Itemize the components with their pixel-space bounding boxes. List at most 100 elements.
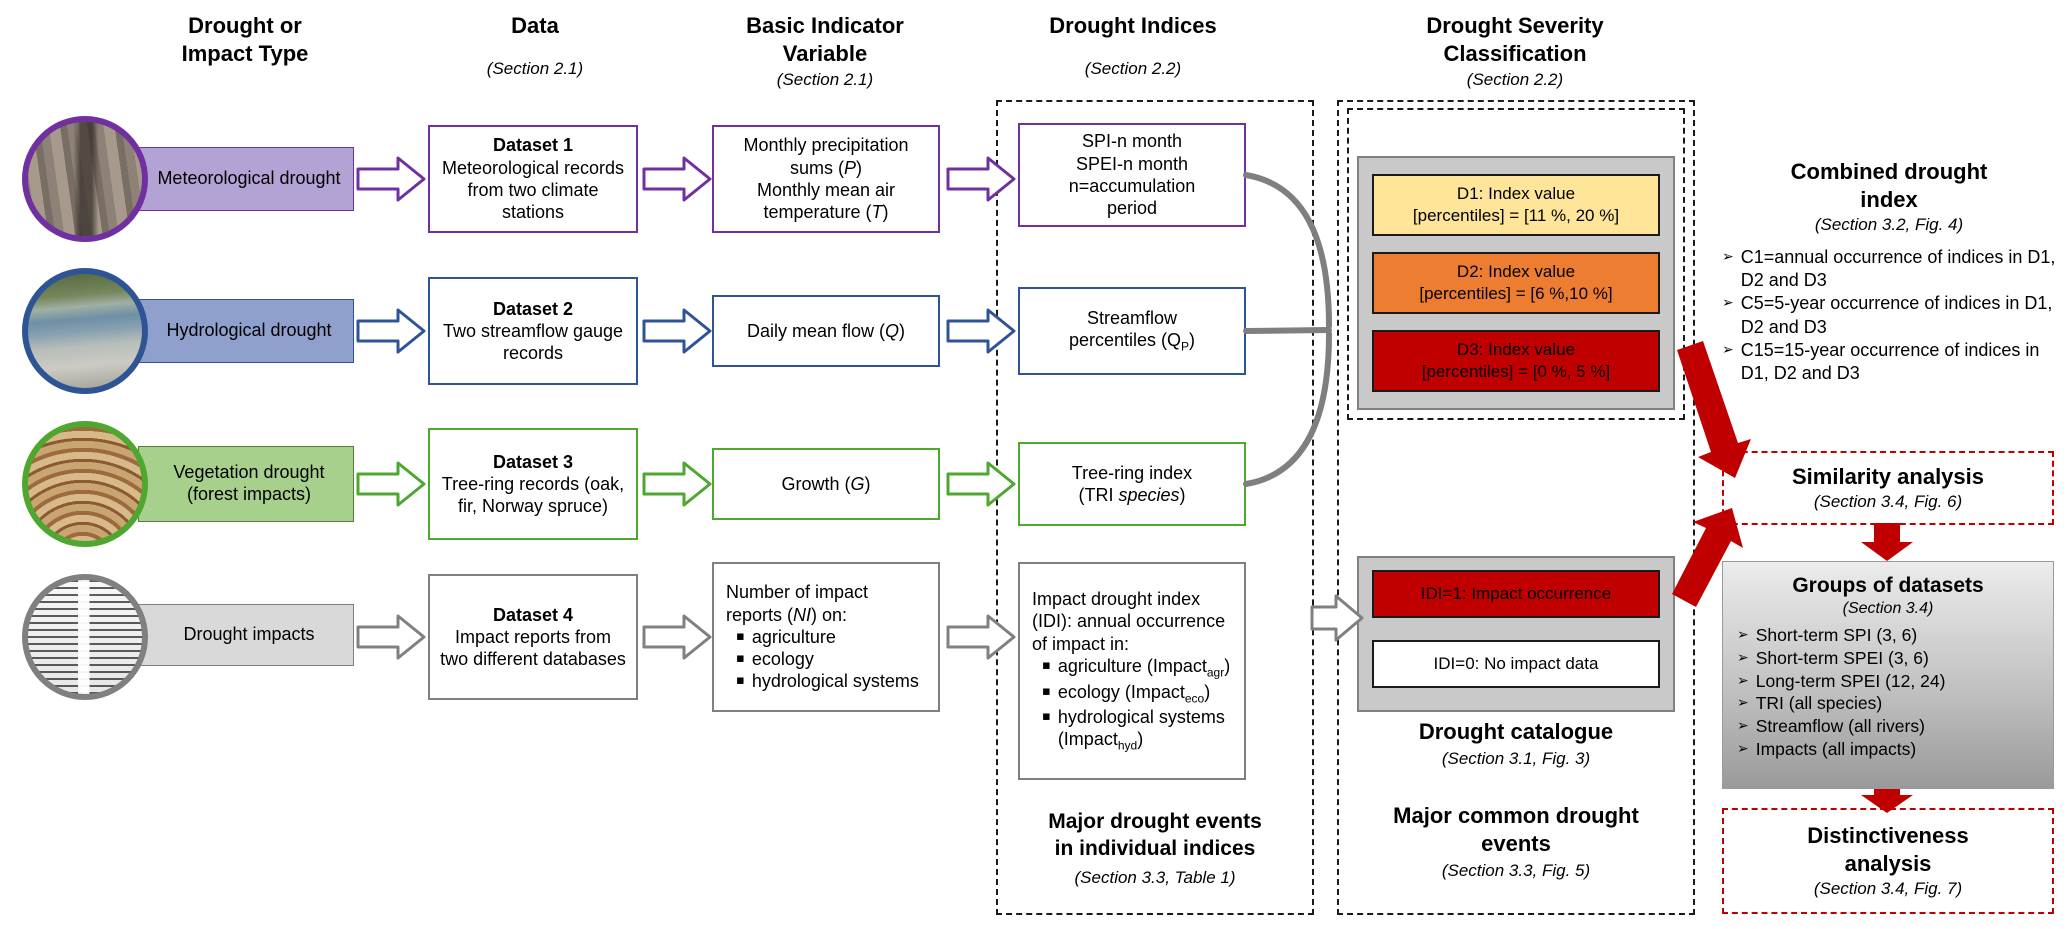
- flow-arrow-vegetation-1: [356, 461, 426, 507]
- arrowhead-bullet-icon: ➢: [1722, 341, 1734, 358]
- major-drought-events-caption: Major drought events in individual indic…: [998, 808, 1312, 889]
- arrowhead-bullet-icon: ➢: [1737, 718, 1749, 735]
- header-line: Drought Indices: [1049, 13, 1217, 38]
- flow-arrow-vegetation-2: [642, 461, 712, 507]
- caption-section: (Section 3.1, Fig. 3): [1441, 749, 1591, 769]
- dataset-2-box: Dataset 2 Two streamflow gauge records: [428, 277, 638, 385]
- indicator-item: ▪ecology: [736, 649, 814, 670]
- idi-0-label: IDI=0: No impact data: [1433, 654, 1599, 673]
- dataset-desc: Tree-ring records (oak, fir, Norway spru…: [441, 473, 625, 517]
- header-line: Drought or: [188, 13, 302, 38]
- combined-index-item: ➢C15=15-year occurrence of indices in D1…: [1722, 339, 2040, 383]
- caption-line: in individual indices: [1054, 837, 1256, 861]
- d2-range: [percentiles] = [6 %,10 %]: [1419, 284, 1613, 303]
- similarity-analysis-box: Similarity analysis (Section 3.4, Fig. 6…: [1722, 451, 2054, 525]
- dataset-title: Dataset 4: [492, 604, 574, 625]
- d3-label: D3: Index value: [1456, 339, 1576, 359]
- d3-severity-box: D3: Index value [percentiles] = [0 %, 5 …: [1372, 330, 1660, 392]
- header-line: Basic Indicator: [746, 13, 904, 38]
- type-label-drought-impacts: Drought impacts: [138, 604, 354, 666]
- flow-arrow-hydro-2: [642, 308, 712, 354]
- groups-of-datasets-box: Groups of datasets (Section 3.4) ➢Short-…: [1722, 561, 2054, 789]
- indicator-precipitation-temperature-box: Monthly precipitation sums (P) Monthly m…: [712, 125, 940, 233]
- index-line: (TRI species): [1078, 485, 1186, 505]
- index-line: percentiles (QP): [1068, 330, 1196, 355]
- d3-range: [percentiles] = [0 %, 5 %]: [1421, 362, 1611, 381]
- type-label-text: Hydrological drought: [166, 320, 332, 341]
- dataset-desc: Impact reports from two different databa…: [440, 626, 626, 670]
- index-line: SPI-n month: [1081, 131, 1183, 152]
- header-line: Variable: [782, 40, 868, 66]
- header-line: Drought Severity: [1426, 13, 1604, 38]
- square-bullet-icon: ▪: [736, 651, 745, 667]
- header-data: Data (Section 2.1): [445, 12, 625, 79]
- combined-index-item: ➢C1=annual occurrence of indices in D1, …: [1722, 247, 2056, 291]
- similarity-section: (Section 3.4, Fig. 6): [1813, 492, 1963, 512]
- similarity-title: Similarity analysis: [1792, 463, 1984, 489]
- idi-1-box: IDI=1: Impact occurrence: [1372, 570, 1660, 618]
- similarity-to-groups-arrow: [1861, 523, 1913, 561]
- groups-item: ➢Impacts (all impacts): [1737, 738, 1917, 759]
- dataset-desc: Meteorological records from two climate …: [441, 157, 625, 223]
- indicator-line: Monthly precipitation sums (P): [743, 135, 909, 178]
- groups-item: ➢TRI (all species): [1737, 693, 1883, 714]
- arrowhead-bullet-icon: ➢: [1722, 249, 1734, 266]
- index-spi-spei-box: SPI-n month SPEI-n month n=accumulation …: [1018, 123, 1246, 227]
- combined-index-item: ➢C5=5-year occurrence of indices in D1, …: [1722, 293, 2053, 337]
- vegetation-drought-photo: [22, 421, 148, 547]
- arrowhead-bullet-icon: ➢: [1737, 672, 1749, 689]
- type-label-vegetation-drought: Vegetation drought (forest impacts): [138, 446, 354, 522]
- arrowhead-bullet-icon: ➢: [1737, 695, 1749, 712]
- header-line: Classification: [1443, 40, 1587, 66]
- flow-arrow-meteo-1: [356, 156, 426, 202]
- groups-title: Groups of datasets: [1792, 574, 1984, 597]
- index-line: n=accumulation period: [1068, 176, 1196, 219]
- type-label-hydrological-drought: Hydrological drought: [138, 299, 354, 363]
- d2-severity-box: D2: Index value [percentiles] = [6 %,10 …: [1372, 252, 1660, 314]
- dataset-title: Dataset 3: [492, 451, 574, 472]
- flow-arrow-impacts-1: [356, 614, 426, 660]
- header-section: (Section 2.1): [776, 70, 874, 89]
- header-line: Data: [511, 13, 559, 38]
- index-line: Streamflow: [1086, 308, 1178, 329]
- type-label-text: Drought impacts: [183, 624, 315, 645]
- square-bullet-icon: ▪: [1042, 709, 1051, 725]
- flow-arrow-impacts-2: [642, 614, 712, 660]
- idi-1-label: IDI=1: Impact occurrence: [1420, 584, 1612, 603]
- caption-section: (Section 3.3, Table 1): [1074, 867, 1236, 887]
- index-impact-drought-index-box: Impact drought index (IDI): annual occur…: [1018, 562, 1246, 780]
- square-bullet-icon: ▪: [736, 673, 745, 689]
- caption-line: Drought catalogue: [1418, 719, 1614, 744]
- d1-severity-box: D1: Index value [percentiles] = [11 %, 2…: [1372, 174, 1660, 236]
- groups-section: (Section 3.4): [1842, 600, 1934, 618]
- square-bullet-icon: ▪: [1042, 683, 1051, 699]
- index-head: Impact drought index (IDI): annual occur…: [1032, 589, 1226, 654]
- dataset-1-box: Dataset 1 Meteorological records from tw…: [428, 125, 638, 233]
- d1-label: D1: Index value: [1456, 183, 1576, 203]
- index-streamflow-percentiles-box: Streamflow percentiles (QP): [1018, 287, 1246, 375]
- indicator-growth-box: Growth (G): [712, 448, 940, 520]
- groups-item: ➢Long-term SPEI (12, 24): [1737, 670, 1946, 691]
- groups-item: ➢Streamflow (all rivers): [1737, 716, 1925, 737]
- dataset-4-box: Dataset 4 Impact reports from two differ…: [428, 574, 638, 700]
- header-section: (Section 2.1): [486, 58, 584, 78]
- combined-index-section: (Section 3.2, Fig. 4): [1814, 215, 1964, 235]
- groups-item: ➢Short-term SPEI (3, 6): [1737, 647, 1929, 668]
- index-line: Tree-ring index: [1071, 462, 1193, 483]
- type-label-text: Vegetation drought (forest impacts): [173, 462, 325, 504]
- severity-classification-panel: [1337, 100, 1695, 915]
- dataset-title: Dataset 1: [492, 135, 574, 156]
- d1-range: [percentiles] = [11 %, 20 %]: [1412, 206, 1620, 225]
- caption-line: Major common drought: [1393, 803, 1639, 828]
- hydrological-drought-photo: [22, 268, 148, 394]
- arrowhead-bullet-icon: ➢: [1737, 740, 1749, 757]
- index-item: ▪ecology (Impacteco): [1042, 681, 1211, 706]
- indicator-daily-mean-flow-box: Daily mean flow (Q): [712, 295, 940, 367]
- severity-classes-inner-panel: [1347, 108, 1685, 420]
- header-drought-indices: Drought Indices (Section 2.2): [1018, 12, 1248, 79]
